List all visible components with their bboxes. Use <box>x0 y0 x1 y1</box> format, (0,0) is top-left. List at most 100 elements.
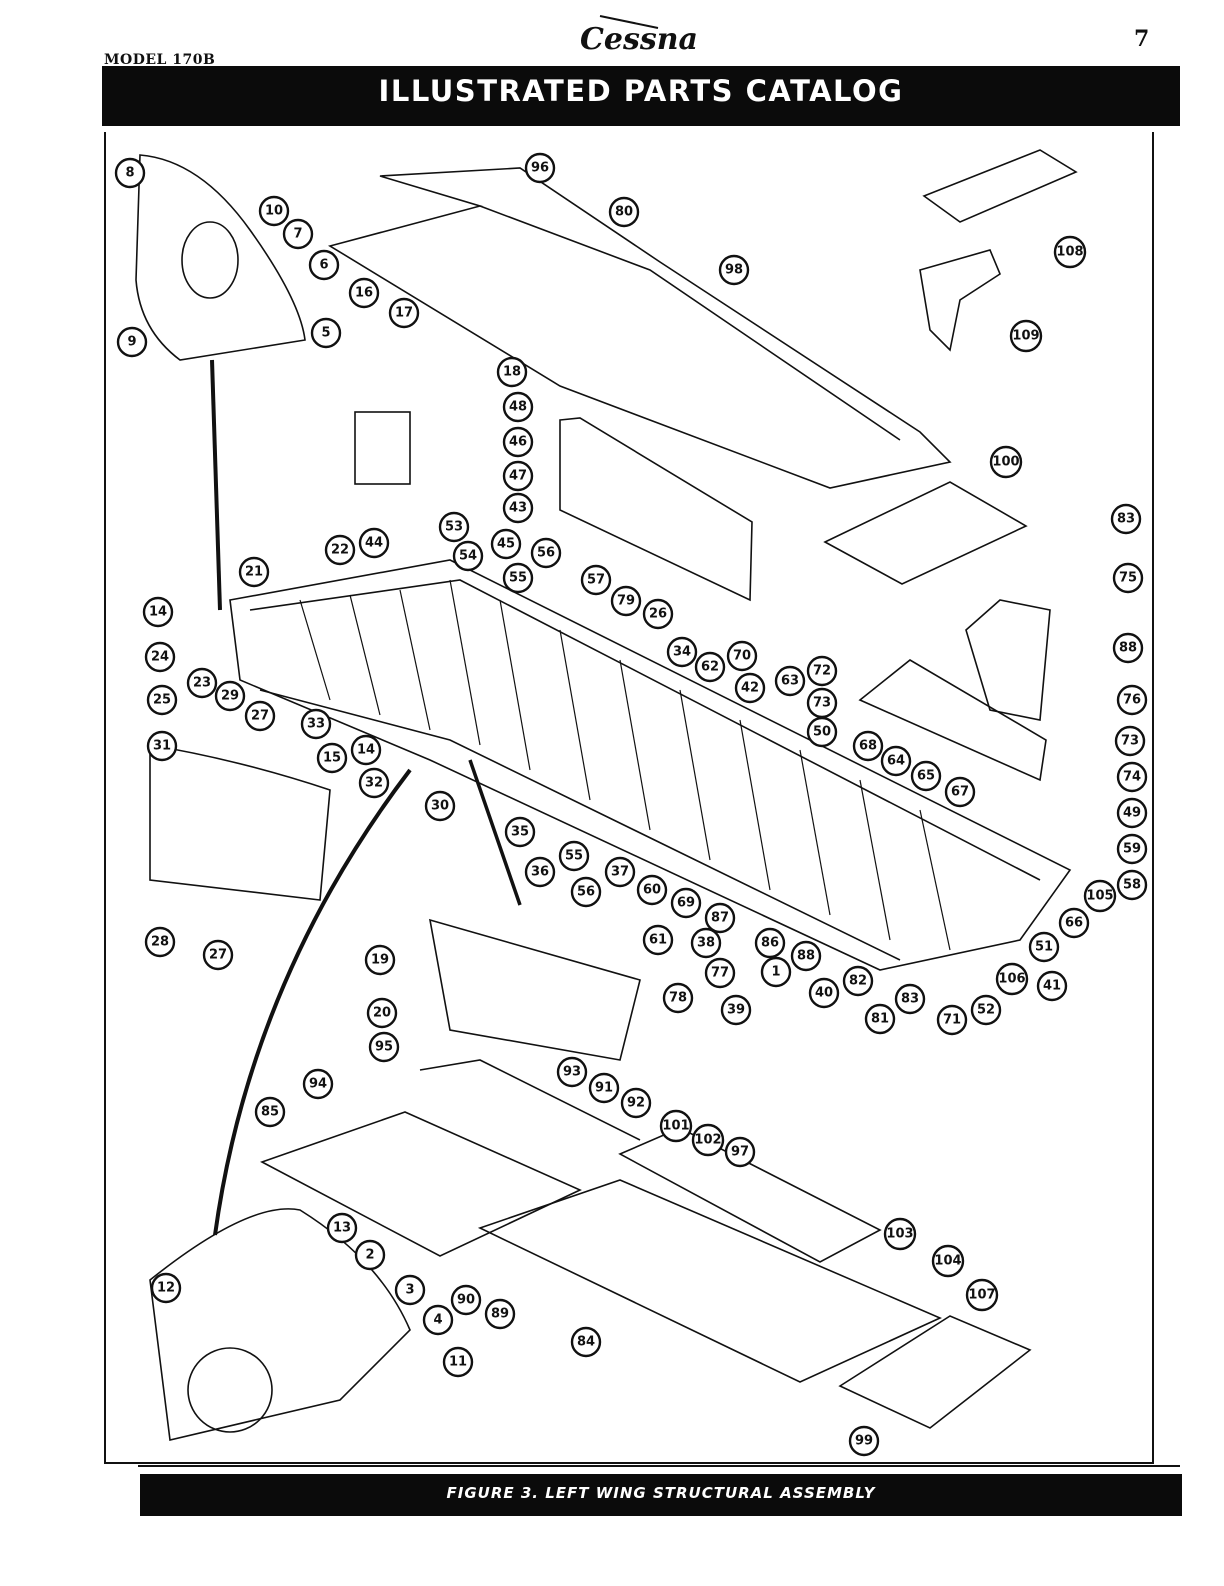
callout-24: 24 <box>144 641 176 673</box>
callout-circle <box>965 1278 999 1312</box>
callout-label: 64 <box>887 754 905 769</box>
callout-label: 92 <box>627 1096 645 1111</box>
callout-circle <box>502 391 534 423</box>
callout-circle <box>1053 235 1087 269</box>
callout-circle <box>556 1056 588 1088</box>
callout-circle <box>1009 319 1043 353</box>
callout-29: 29 <box>214 680 246 712</box>
callout-circle <box>442 1346 474 1378</box>
callout-label: 87 <box>711 911 729 926</box>
callout-label: 81 <box>871 1012 889 1027</box>
callout-14: 14 <box>142 596 174 628</box>
header-bar: ILLUSTRATED PARTS CATALOG <box>102 66 1180 126</box>
callout-label: 78 <box>669 991 687 1006</box>
callout-label: 101 <box>662 1119 689 1134</box>
callout-label: 45 <box>497 537 515 552</box>
callout-label: 21 <box>245 565 263 580</box>
callout-label: 4 <box>433 1313 442 1328</box>
callout-82: 82 <box>842 965 874 997</box>
callout-circle <box>662 982 694 1014</box>
callout-circle <box>310 317 342 349</box>
callout-label: 94 <box>309 1077 327 1092</box>
callout-circle <box>718 254 750 286</box>
callout-78: 78 <box>662 982 694 1014</box>
callout-label: 40 <box>815 986 833 1001</box>
callout-label: 71 <box>943 1013 961 1028</box>
callout-circle <box>580 564 612 596</box>
callout-31: 31 <box>146 730 178 762</box>
callout-label: 43 <box>509 501 527 516</box>
callout-circle <box>880 745 912 777</box>
callout-circle <box>258 195 290 227</box>
callout-21: 21 <box>238 556 270 588</box>
callout-label: 51 <box>1035 940 1053 955</box>
callout-label: 62 <box>701 660 719 675</box>
callout-41: 41 <box>1036 970 1068 1002</box>
lower-skin-97 <box>618 1127 882 1263</box>
callout-label: 74 <box>1123 770 1141 785</box>
callout-circle <box>202 939 234 971</box>
callout-52: 52 <box>970 994 1002 1026</box>
callout-label: 91 <box>595 1081 613 1096</box>
callout-label: 79 <box>617 594 635 609</box>
callout-circle <box>790 940 822 972</box>
callout-62: 62 <box>694 651 726 683</box>
callout-66: 66 <box>1058 907 1090 939</box>
callout-27: 27 <box>202 939 234 971</box>
callout-3: 3 <box>394 1274 426 1306</box>
lower-skin-85 <box>260 1111 582 1257</box>
callout-circle <box>422 1304 454 1336</box>
callout-label: 56 <box>577 885 595 900</box>
rear-spar <box>259 689 901 961</box>
callout-label: 13 <box>333 1221 351 1236</box>
callout-circle <box>670 887 702 919</box>
callout-67: 67 <box>944 776 976 808</box>
callout-circle <box>530 537 562 569</box>
callout-label: 5 <box>321 326 330 341</box>
callout-104: 104 <box>931 1244 965 1278</box>
callout-label: 33 <box>307 717 325 732</box>
callout-50: 50 <box>806 716 838 748</box>
cessna-logo-swoosh-icon <box>599 15 659 29</box>
callout-circle <box>570 1326 602 1358</box>
figure-caption: FIGURE 3. LEFT WING STRUCTURAL ASSEMBLY <box>446 1484 876 1502</box>
callout-label: 49 <box>1123 806 1141 821</box>
callout-circle <box>690 927 722 959</box>
callout-label: 29 <box>221 689 239 704</box>
callout-5: 5 <box>310 317 342 349</box>
callout-16: 16 <box>348 277 380 309</box>
callout-label: 80 <box>615 205 633 220</box>
callout-90: 90 <box>450 1284 482 1316</box>
callout-label: 8 <box>125 166 134 181</box>
callout-circle <box>848 1425 880 1457</box>
callout-22: 22 <box>324 534 356 566</box>
callout-label: 96 <box>531 161 549 176</box>
callout-label: 19 <box>371 953 389 968</box>
callout-label: 54 <box>459 549 477 564</box>
callout-label: 59 <box>1123 842 1141 857</box>
bracket-108 <box>922 149 1078 223</box>
callout-circle <box>502 426 534 458</box>
callout-28: 28 <box>144 926 176 958</box>
bracket-109 <box>919 249 1001 352</box>
inset-fuel-tank <box>149 1208 411 1441</box>
callout-label: 23 <box>193 676 211 691</box>
callout-20: 20 <box>366 997 398 1029</box>
callout-label: 99 <box>855 1434 873 1449</box>
callout-57: 57 <box>580 564 612 596</box>
callout-59: 59 <box>1116 833 1148 865</box>
callout-58: 58 <box>1116 869 1148 901</box>
callout-circle <box>989 445 1023 479</box>
callout-circle <box>1083 879 1117 913</box>
callout-label: 65 <box>917 769 935 784</box>
lower-skin-84 <box>477 1179 942 1383</box>
callout-88: 88 <box>790 940 822 972</box>
callout-105: 105 <box>1083 879 1117 913</box>
callout-42: 42 <box>734 672 766 704</box>
callout-93: 93 <box>556 1056 588 1088</box>
callout-label: 32 <box>365 776 383 791</box>
callout-circle <box>883 1217 917 1251</box>
callout-label: 9 <box>127 335 136 350</box>
callout-46: 46 <box>502 426 534 458</box>
callout-circle <box>659 1109 693 1143</box>
